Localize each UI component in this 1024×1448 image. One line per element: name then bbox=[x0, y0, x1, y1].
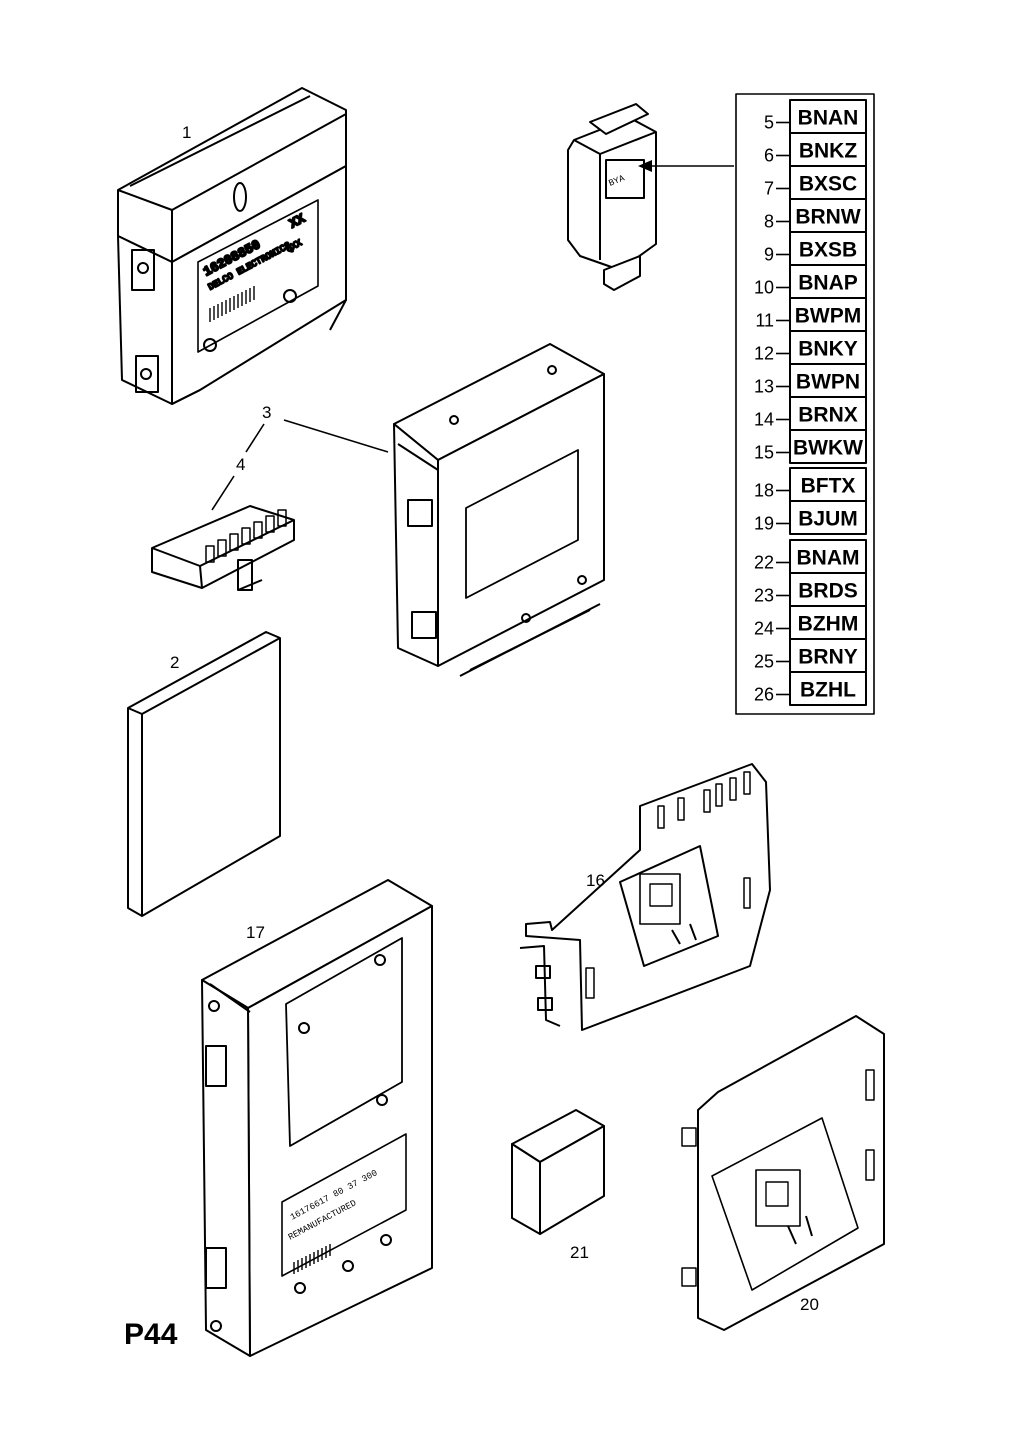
callout-2: 2 bbox=[170, 653, 179, 672]
code-number: 22 bbox=[754, 553, 774, 573]
code-value: BJUM bbox=[798, 508, 858, 531]
code-row: 12 BNKY bbox=[754, 330, 867, 365]
code-number: 14 bbox=[754, 410, 774, 430]
code-row: 23 BRDS bbox=[754, 572, 867, 607]
code-box bbox=[789, 539, 867, 574]
code-row: 18 BFTX bbox=[754, 467, 867, 502]
code-box bbox=[789, 165, 867, 200]
code-row: 7 BXSC bbox=[764, 165, 867, 200]
code-box bbox=[789, 99, 867, 134]
code-row: 22 BNAM bbox=[754, 539, 867, 574]
part-2-cover-plate bbox=[127, 631, 281, 917]
code-value: BWPN bbox=[796, 371, 860, 394]
code-box bbox=[789, 467, 867, 502]
diagnostic-connector: BYA bbox=[567, 103, 657, 291]
page-id: P44 bbox=[124, 1318, 178, 1351]
code-value: BNKZ bbox=[799, 140, 857, 163]
code-row: 8 BRNW bbox=[764, 198, 867, 233]
code-value: BNKY bbox=[798, 338, 858, 361]
code-value: BWKW bbox=[793, 437, 863, 460]
code-row: 19 BJUM bbox=[754, 500, 867, 535]
code-table bbox=[735, 93, 875, 715]
part-1-control-unit: 16208850 XX DELCO ELECTRONICS QXX bbox=[117, 87, 347, 405]
code-row: 25 BRNY bbox=[754, 638, 867, 673]
callout-1: 1 bbox=[182, 123, 191, 142]
part-1-barcode bbox=[209, 286, 255, 322]
code-box bbox=[789, 500, 867, 535]
code-number: 10 bbox=[754, 278, 774, 298]
callout-4: 4 bbox=[236, 455, 245, 474]
code-number: 7 bbox=[764, 179, 774, 199]
callout-21: 21 bbox=[570, 1243, 589, 1262]
code-row: 14 BRNX bbox=[754, 396, 867, 431]
code-row: 10 BNAP bbox=[754, 264, 867, 299]
code-number: 18 bbox=[754, 481, 774, 501]
code-value: BNAN bbox=[798, 107, 859, 130]
code-row: 26 BZHL bbox=[754, 671, 867, 706]
part-17-control-unit: 16176617 80 37 300 REMANUFACTURED bbox=[201, 879, 433, 1357]
code-number: 26 bbox=[754, 685, 774, 705]
code-value: BNAP bbox=[798, 272, 858, 295]
code-number: 12 bbox=[754, 344, 774, 364]
code-box bbox=[789, 396, 867, 431]
part-3-control-unit bbox=[393, 343, 605, 677]
code-value: BRNY bbox=[798, 646, 858, 669]
callout-20: 20 bbox=[800, 1295, 819, 1314]
code-number: 24 bbox=[754, 619, 774, 639]
code-row: 13 BWPN bbox=[754, 363, 867, 398]
part-16-bracket bbox=[519, 763, 771, 1031]
code-value: BNAM bbox=[797, 547, 860, 570]
code-row: 15 BWKW bbox=[754, 429, 867, 464]
code-value: BXSC bbox=[799, 173, 857, 196]
code-value: BRDS bbox=[798, 580, 858, 603]
code-box bbox=[789, 198, 867, 233]
code-number: 15 bbox=[754, 443, 774, 463]
code-value: BRNW bbox=[795, 206, 860, 229]
code-number: 8 bbox=[764, 212, 774, 232]
code-box bbox=[789, 429, 867, 464]
code-number: 6 bbox=[764, 146, 774, 166]
code-number: 9 bbox=[764, 245, 774, 265]
code-number: 25 bbox=[754, 652, 774, 672]
callout-16: 16 bbox=[586, 871, 605, 890]
code-number: 13 bbox=[754, 377, 774, 397]
code-value: BZHM bbox=[798, 613, 859, 636]
code-row: 24 BZHM bbox=[754, 605, 867, 640]
code-number: 23 bbox=[754, 586, 774, 606]
code-value: BZHL bbox=[800, 679, 856, 702]
code-row: 9 BXSB bbox=[764, 231, 867, 266]
code-row: 11 BWPM bbox=[755, 297, 867, 332]
code-number: 5 bbox=[764, 113, 774, 133]
code-row: 6 BNKZ bbox=[764, 132, 867, 167]
code-box bbox=[789, 264, 867, 299]
part-20-bracket bbox=[681, 1015, 885, 1331]
part-21-relay bbox=[511, 1109, 605, 1235]
code-number: 11 bbox=[755, 311, 774, 331]
code-box bbox=[789, 330, 867, 365]
code-number: 19 bbox=[754, 514, 774, 534]
part-17-barcode bbox=[293, 1244, 331, 1274]
callout-3: 3 bbox=[262, 403, 271, 422]
code-row: 5 BNAN bbox=[764, 99, 867, 134]
code-value: BFTX bbox=[801, 475, 856, 498]
code-box bbox=[789, 363, 867, 398]
code-value: BWPM bbox=[795, 305, 862, 328]
part-4-connector bbox=[151, 505, 295, 591]
code-value: BRNX bbox=[798, 404, 858, 427]
code-value: BXSB bbox=[799, 239, 857, 262]
code-box bbox=[789, 671, 867, 706]
callout-17: 17 bbox=[246, 923, 265, 942]
